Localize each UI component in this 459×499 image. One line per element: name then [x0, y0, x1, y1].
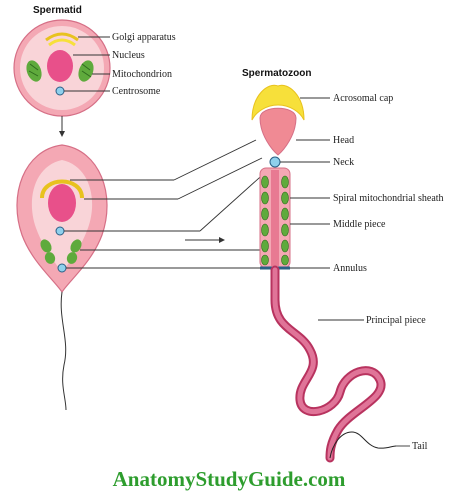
label-principal-piece: Principal piece: [366, 315, 426, 326]
spermatozoon: [251, 84, 397, 463]
label-head: Head: [333, 135, 354, 146]
right-arrow-icon: [185, 237, 225, 243]
spermatid-title: Spermatid: [33, 5, 82, 16]
nucleus: [47, 50, 73, 82]
principal-piece: [272, 267, 384, 461]
label-nucleus: Nucleus: [112, 50, 145, 61]
label-neck: Neck: [333, 157, 354, 168]
label-spiral-sheath: Spiral mitochondrial sheath: [333, 193, 444, 204]
label-golgi: Golgi apparatus: [112, 32, 176, 43]
down-arrow-icon: [59, 116, 65, 137]
label-annulus: Annulus: [333, 263, 367, 274]
label-tail: Tail: [412, 441, 428, 452]
label-acrosomal-cap: Acrosomal cap: [333, 93, 393, 104]
acrosomal-cap: [251, 84, 305, 121]
golgi-apparatus: [45, 32, 79, 42]
centrosome: [55, 86, 65, 96]
mitochondrial-sheath: [261, 175, 289, 266]
spermatid-cell: [13, 19, 111, 117]
spermatozoon-title: Spermatozoon: [242, 68, 311, 79]
sperm-head: [259, 107, 297, 156]
end-piece: [329, 431, 397, 459]
developing-spermatid: [16, 144, 108, 411]
neck: [269, 156, 281, 168]
label-middle-piece: Middle piece: [333, 219, 386, 230]
label-centrosome: Centrosome: [112, 86, 161, 97]
watermark: AnatomyStudyGuide.com: [113, 467, 346, 491]
label-mitochondrion: Mitochondrion: [112, 69, 172, 80]
